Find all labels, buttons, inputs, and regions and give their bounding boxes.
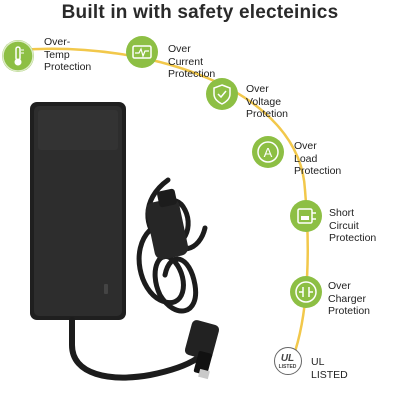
ul-badge-text: UL xyxy=(280,353,295,364)
ul-badge-subtext: LISTED xyxy=(278,364,297,370)
power-adapter xyxy=(30,102,126,320)
barrel-plug xyxy=(184,320,220,380)
current-meter-icon xyxy=(126,36,158,68)
feature-label: Over Load Protection xyxy=(294,140,342,177)
short-circuit-icon xyxy=(290,200,322,232)
ferrite-core xyxy=(145,198,189,260)
charger-icon xyxy=(290,276,322,308)
ampere-icon: A xyxy=(252,136,284,168)
feature-label: Over Current Protection xyxy=(168,43,216,80)
svg-text:A: A xyxy=(264,145,273,160)
certification-label: UL LISTED xyxy=(311,356,348,381)
feature-label: Over-Temp Protection xyxy=(44,36,92,73)
page-title: Built in with safety electeinics xyxy=(61,2,339,23)
shield-check-icon xyxy=(206,78,238,110)
feature-label: Over Voltage Protetion xyxy=(246,83,289,120)
ul-listed-icon: UL LISTED xyxy=(274,347,302,375)
feature-label: Over Charger Protetion xyxy=(328,280,371,317)
feature-arc xyxy=(17,47,309,366)
feature-label: Short Circuit Protection xyxy=(329,207,377,244)
thermometer-icon xyxy=(2,40,34,72)
